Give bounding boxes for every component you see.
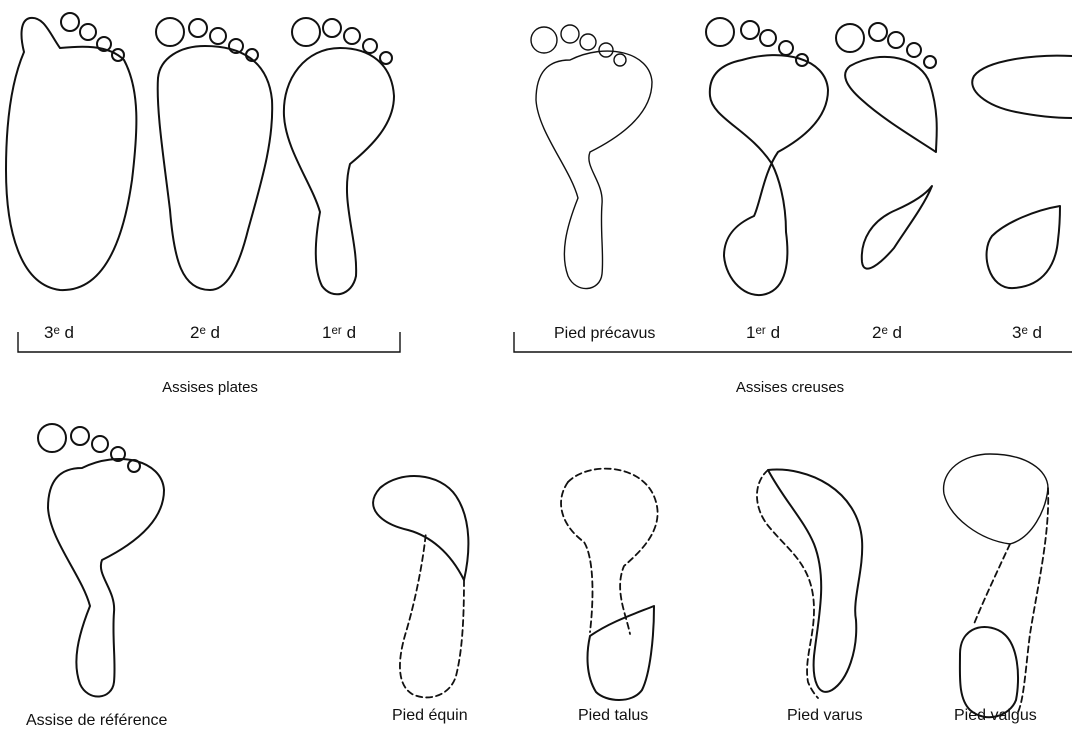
- talus-footprint: [561, 469, 658, 700]
- equinus-footprint: [373, 476, 468, 697]
- hollow-second-degree: [836, 23, 937, 269]
- valgus-footprint: [944, 454, 1049, 717]
- varus-label: Pied varus: [787, 707, 863, 724]
- flat-first-degree: [284, 18, 394, 294]
- hollow-third-degree: [972, 56, 1072, 288]
- reference-label: Assise de référence: [26, 712, 168, 729]
- hollow-group-label: Assises creuses: [736, 379, 844, 396]
- equinus-label: Pied équin: [392, 707, 468, 724]
- flat-first-degree-label: 1ᵉʳ d: [322, 323, 356, 342]
- flat-third-degree-label: 3ᵉ d: [44, 323, 74, 342]
- flat-group-label: Assises plates: [162, 379, 258, 396]
- hollow-precavus: [531, 25, 652, 289]
- reference-footprint: [38, 424, 164, 697]
- hollow-third-degree-label: 3ᵉ d: [1012, 323, 1042, 342]
- valgus-label: Pied valgus: [954, 707, 1037, 724]
- precavus-label: Pied précavus: [554, 325, 655, 342]
- hollow-second-degree-label: 2ᵉ d: [872, 323, 902, 342]
- hollow-first-degree-label: 1ᵉʳ d: [746, 323, 780, 342]
- flat-second-degree: [156, 18, 272, 290]
- talus-label: Pied talus: [578, 707, 648, 724]
- flat-second-degree-label: 2ᵉ d: [190, 323, 220, 342]
- flat-third-degree: [6, 13, 136, 290]
- hollow-first-degree: [706, 18, 828, 295]
- varus-footprint: [757, 470, 862, 698]
